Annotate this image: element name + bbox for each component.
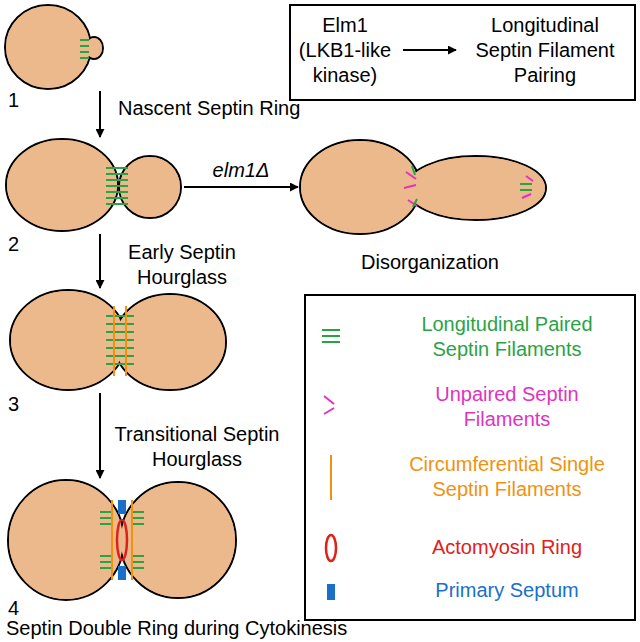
arrow-connector <box>184 186 298 188</box>
cell-fill <box>301 141 419 233</box>
cell-fill <box>121 483 235 597</box>
stage-number: 3 <box>8 392 19 417</box>
cell-body <box>6 139 118 231</box>
legend-text: Circumferential Single Septin Filaments <box>392 452 622 502</box>
legend-sample <box>322 330 340 342</box>
legend-sample <box>324 396 334 414</box>
bud <box>114 294 226 390</box>
arrow-connector <box>99 234 101 288</box>
arrow-connector <box>99 91 101 137</box>
legend-sample <box>327 584 335 600</box>
legend-text: Unpaired Septin Filaments <box>392 382 622 432</box>
model-frame <box>290 5 635 100</box>
circumferential-filaments <box>114 306 126 376</box>
stage-number: 2 <box>8 232 19 257</box>
legend-text: Primary Septum <box>392 578 622 603</box>
cell-stage: 4Septin Double Ring during Cytokinesis <box>8 480 236 600</box>
cell-fill <box>120 157 180 217</box>
stage-caption: Disorganization <box>355 250 505 275</box>
cell-stage: 1Nascent Septin Ring <box>5 5 103 89</box>
stage-number: 1 <box>8 88 19 113</box>
model-label: Longitudinal Septin Filament Pairing <box>464 13 626 88</box>
cell-fill <box>9 481 123 599</box>
bud <box>120 482 236 598</box>
cell-fill <box>115 295 225 389</box>
paired-filaments <box>80 40 89 58</box>
model-term: Longitudinal Septin Filament Pairing <box>458 9 632 92</box>
legend-text: Longitudinal Paired Septin Filaments <box>392 312 622 362</box>
cell-fill <box>6 6 90 88</box>
cell-fill <box>7 140 117 230</box>
arrow-connector <box>99 393 101 478</box>
cell-stage: Disorganization <box>300 140 546 235</box>
paired-filaments <box>106 168 128 204</box>
legend-sample <box>326 535 336 561</box>
stage-caption: Septin Double Ring during Cytokinesis <box>6 616 347 641</box>
cell-body <box>300 140 420 234</box>
actomyosin-ring <box>117 520 127 560</box>
stage-caption: Transitional Septin Hourglass <box>112 422 282 472</box>
cell-body <box>8 480 124 600</box>
cell-body <box>5 5 91 89</box>
arrow-connector <box>403 49 456 51</box>
cell-stage: 3Transitional Septin Hourglass <box>10 290 226 391</box>
paired-filaments <box>100 512 144 568</box>
cell-fills <box>6 6 545 599</box>
cell-fill <box>407 157 545 219</box>
primary-septum <box>118 500 126 514</box>
legend-sample <box>330 455 332 500</box>
paired-filaments <box>412 166 532 207</box>
model-label: Elm1 (LKB1-like kinase) <box>295 13 395 88</box>
legend-text: Actomyosin Ring <box>392 535 622 560</box>
cell-outlines <box>5 5 546 600</box>
bud <box>406 156 546 220</box>
model-term: Elm1 (LKB1-like kinase) <box>289 9 401 92</box>
unpaired-filaments <box>404 172 533 206</box>
legend-frame <box>305 295 635 620</box>
edge-label: elm1Δ <box>210 158 273 183</box>
primary-septum <box>118 566 126 580</box>
cell-stage: 2Early Septin Hourglass <box>6 139 182 232</box>
paired-filaments <box>106 316 134 364</box>
bud <box>119 156 181 218</box>
stage-caption: Nascent Septin Ring <box>118 96 300 121</box>
stage-caption: Early Septin Hourglass <box>112 240 252 290</box>
circumferential-filaments <box>112 500 132 580</box>
